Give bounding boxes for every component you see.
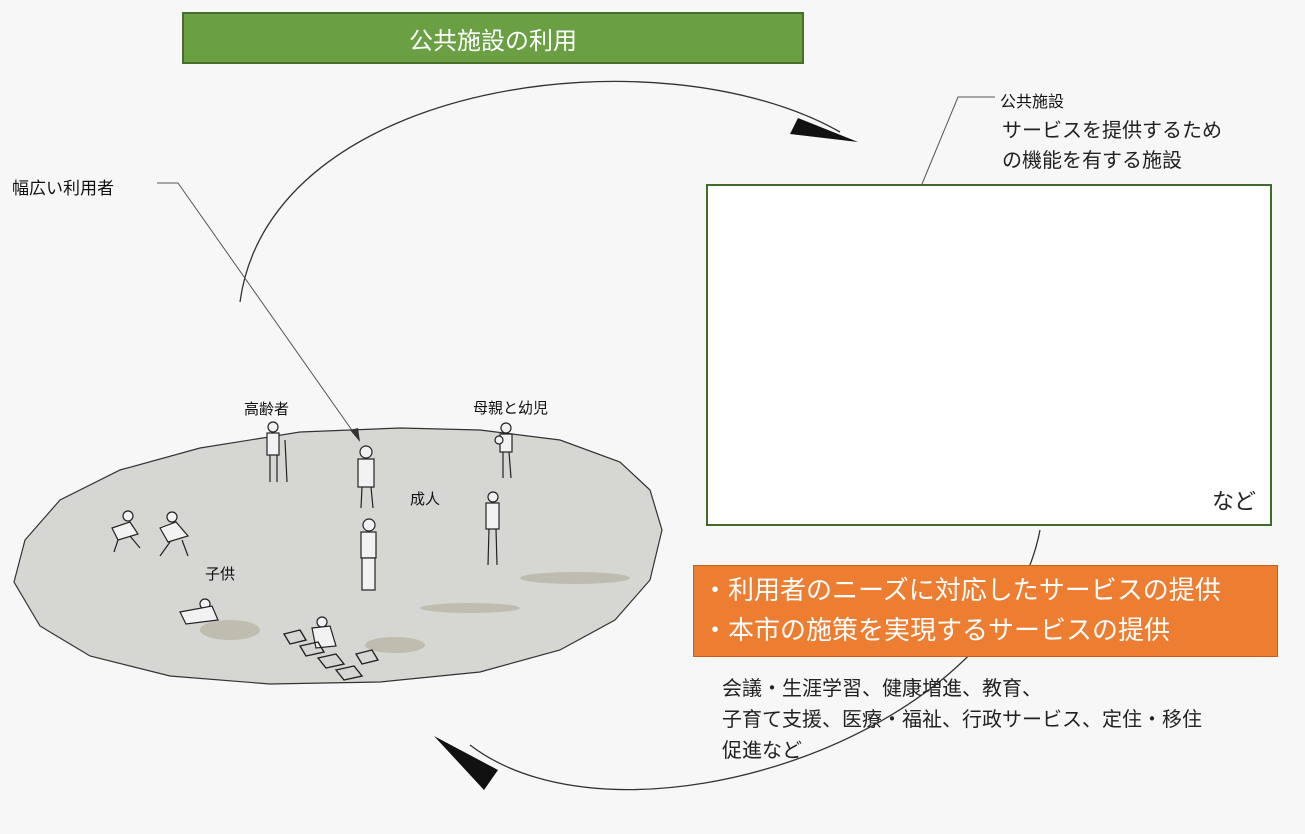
- city-hall-sign: 市役所: [1070, 407, 1112, 423]
- facility-heading: 公共施設: [1000, 92, 1065, 111]
- examples-line2: 子育て支援、医療・福祉、行政サービス、定住・移住: [722, 707, 1202, 731]
- arrowhead-upper: [790, 118, 858, 142]
- facility-description-line1: サービスを提供するため: [1002, 118, 1222, 142]
- service-item-2: ・本市の施策を実現するサービスの提供: [702, 616, 1171, 646]
- label-mother-infant: 母親と幼児: [473, 399, 549, 417]
- service-item-1: ・利用者のニーズに対応したサービスの提供: [702, 576, 1221, 606]
- services-box: ・利用者のニーズに対応したサービスの提供 ・本市の施策を実現するサービスの提供: [693, 565, 1278, 657]
- facility-leader-line: [921, 96, 995, 185]
- child-figure-1: [111, 510, 141, 553]
- people-figures: [111, 421, 513, 681]
- label-children: 子供: [205, 565, 236, 583]
- facility-etc-label: など: [1212, 490, 1257, 515]
- examples-line3: 促進など: [722, 738, 802, 762]
- adult-figure-1: [357, 445, 375, 509]
- ground-area: [13, 427, 663, 685]
- assembly-hall-sign: 集会所: [779, 240, 825, 258]
- users-leader-arrowhead: [350, 428, 360, 442]
- cycle-arrow-upper: [239, 80, 841, 303]
- child-figure-3: [179, 598, 219, 625]
- adult-figure-3: [485, 491, 500, 566]
- adult-figure-2: [360, 518, 377, 591]
- title-banner: 公共施設の利用: [182, 12, 804, 64]
- hopscotch: [282, 629, 380, 681]
- mother-infant-figure: [494, 422, 513, 479]
- examples-line1: 会議・生涯学習、健康増進、教育、: [722, 676, 1042, 700]
- users-label: 幅広い利用者: [12, 179, 114, 199]
- title-text: 公共施設の利用: [409, 26, 577, 55]
- label-adult: 成人: [410, 490, 441, 508]
- users-leader-line: [157, 182, 357, 437]
- elderly-figure: [266, 421, 288, 483]
- facility-icons-box: [706, 184, 1272, 526]
- child-figure-2: [159, 511, 190, 557]
- ground-shadows: [200, 572, 630, 653]
- label-elderly: 高齢者: [244, 400, 290, 418]
- arrowhead-lower: [434, 736, 498, 790]
- facility-description-line2: の機能を有する施設: [1002, 148, 1182, 172]
